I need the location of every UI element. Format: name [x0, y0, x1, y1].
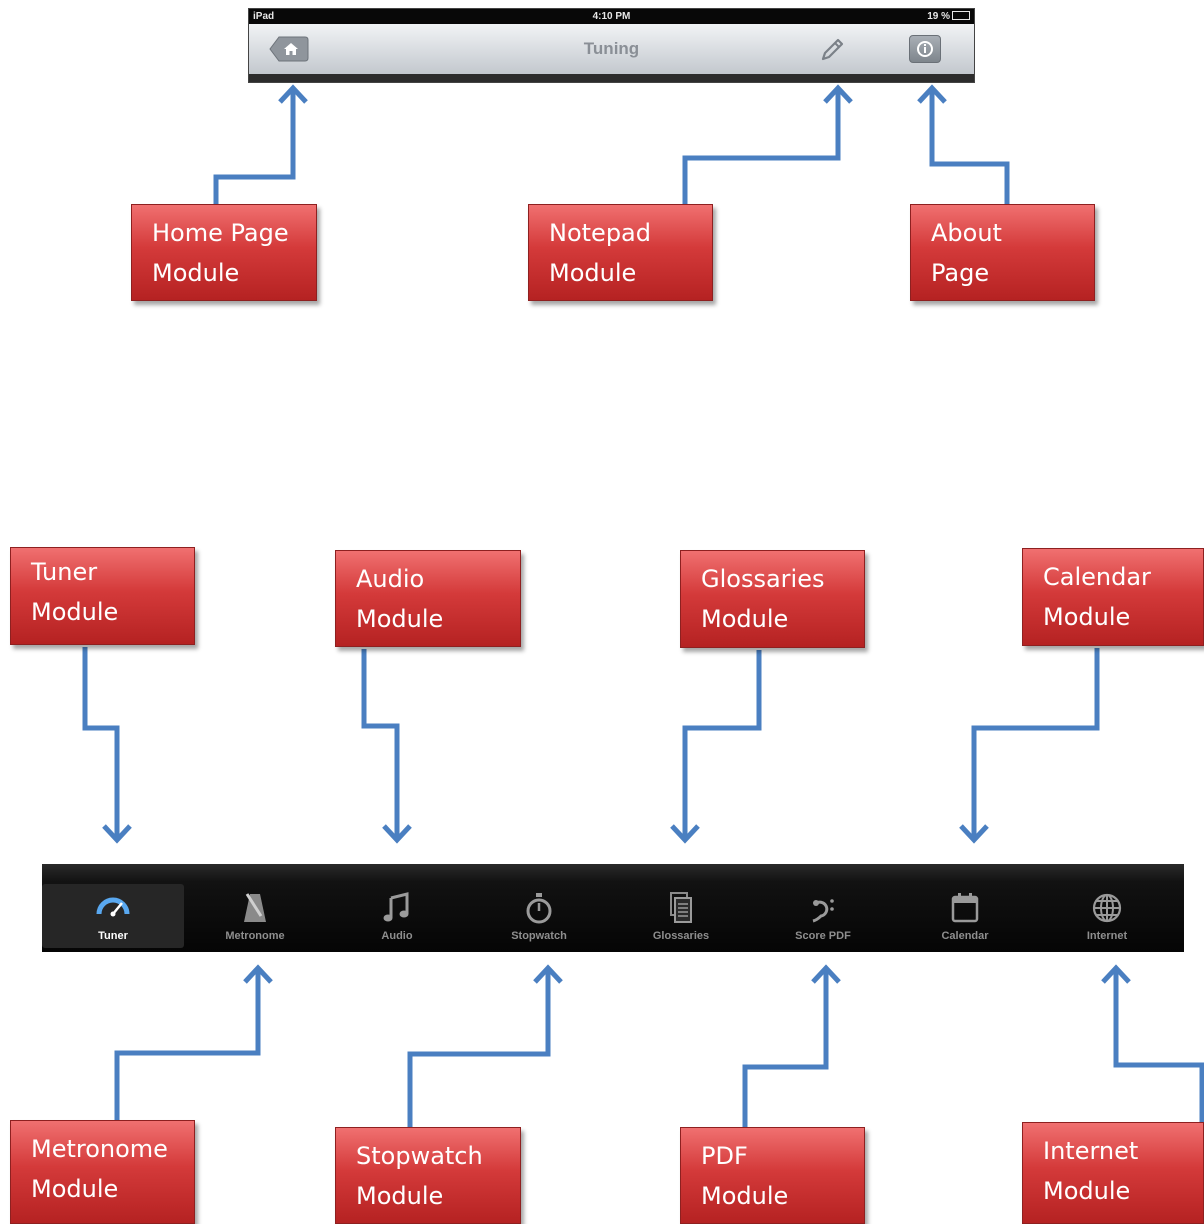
tab-label: Score PDF — [795, 930, 851, 942]
arrow-internet — [1113, 968, 1204, 1122]
arrow-home-head — [278, 84, 308, 104]
globe-icon — [1092, 893, 1122, 923]
box-line: About — [931, 219, 1002, 247]
bass-clef-icon — [812, 899, 834, 923]
calendar-icon — [951, 893, 979, 923]
box-line: Module — [356, 1182, 444, 1210]
box-notepad-module: Notepad Module — [528, 204, 713, 301]
arrow-internet-head — [1101, 964, 1131, 984]
box-line: Module — [1043, 1177, 1131, 1205]
info-icon — [917, 41, 933, 57]
box-line: Module — [701, 1182, 789, 1210]
stopwatch-icon — [526, 893, 552, 924]
arrow-stopwatch-head — [533, 964, 563, 984]
arrow-glossaries-head — [670, 824, 700, 844]
status-battery: 19 % — [927, 9, 970, 24]
box-about-page: About Page — [910, 204, 1095, 301]
arrow-glossaries — [682, 650, 762, 840]
battery-icon — [952, 10, 970, 20]
box-tuner-module: Tuner Module — [10, 547, 195, 645]
notepad-button[interactable] — [817, 35, 847, 65]
tab-internet[interactable]: Internet — [1036, 884, 1178, 948]
tab-stopwatch[interactable]: Stopwatch — [468, 884, 610, 948]
tab-tuner[interactable]: Tuner — [42, 884, 184, 948]
tab-score-pdf[interactable]: Score PDF — [752, 884, 894, 948]
tab-label: Audio — [381, 930, 413, 942]
box-line: Internet — [1043, 1137, 1139, 1165]
box-audio-module: Audio Module — [335, 550, 521, 647]
box-line: Module — [1043, 603, 1131, 631]
tab-label: Calendar — [941, 930, 989, 942]
box-line: Metronome — [31, 1135, 168, 1163]
box-stopwatch-module: Stopwatch Module — [335, 1127, 521, 1224]
metronome-icon — [244, 893, 266, 922]
box-line: Module — [31, 1175, 119, 1203]
box-line: Module — [152, 259, 240, 287]
box-line: Module — [549, 259, 637, 287]
arrow-stopwatch — [407, 968, 551, 1127]
box-line: Home Page — [152, 219, 289, 247]
box-line: Tuner — [31, 558, 98, 586]
box-line: Module — [701, 605, 789, 633]
status-time: 4:10 PM — [592, 11, 631, 22]
arrow-notepad — [682, 88, 841, 204]
arrow-tuner — [82, 647, 120, 840]
tuner-gauge-icon — [96, 897, 130, 917]
arrow-home — [213, 88, 296, 204]
box-pdf-module: PDF Module — [680, 1127, 865, 1224]
tab-metronome[interactable]: Metronome — [184, 884, 326, 948]
pencil-icon — [821, 38, 844, 61]
box-home-page-module: Home Page Module — [131, 204, 317, 301]
box-line: PDF — [701, 1142, 748, 1170]
tab-label: Internet — [1086, 930, 1128, 942]
tab-label: Stopwatch — [511, 930, 567, 942]
arrow-pdf-head — [811, 964, 841, 984]
tab-bar: Tuner Metronome Audio Stopwat — [42, 864, 1184, 952]
toolbar-strip — [249, 74, 974, 82]
status-bar: iPad 4:10 PM 19 % — [249, 9, 974, 24]
box-line: Stopwatch — [356, 1142, 483, 1170]
ipad-top-bar: iPad 4:10 PM 19 % Tuning — [248, 8, 975, 83]
tab-calendar[interactable]: Calendar — [894, 884, 1036, 948]
box-internet-module: Internet Module — [1022, 1122, 1204, 1224]
navigation-bar: Tuning — [249, 24, 974, 74]
box-line: Audio — [356, 565, 425, 593]
home-icon — [269, 36, 309, 62]
arrow-notepad-head — [823, 84, 853, 104]
box-line: Notepad — [549, 219, 651, 247]
arrow-tuner-head — [102, 824, 132, 844]
documents-icon — [670, 892, 692, 923]
tab-label: Tuner — [98, 930, 128, 942]
arrow-metronome-head — [243, 964, 273, 984]
box-calendar-module: Calendar Module — [1022, 548, 1204, 646]
tab-label: Glossaries — [652, 930, 710, 942]
arrow-calendar-head — [959, 824, 989, 844]
nav-title: Tuning — [583, 39, 640, 58]
about-button[interactable] — [909, 35, 941, 63]
tab-glossaries[interactable]: Glossaries — [610, 884, 752, 948]
status-carrier: iPad — [253, 11, 275, 22]
box-metronome-module: Metronome Module — [10, 1120, 195, 1224]
arrow-audio-head — [382, 824, 412, 844]
battery-percent: 19 % — [927, 11, 950, 22]
box-line: Calendar — [1043, 563, 1151, 591]
arrow-calendar — [971, 648, 1100, 840]
music-note-icon — [383, 892, 409, 922]
box-line: Module — [31, 598, 119, 626]
tab-audio[interactable]: Audio — [326, 884, 468, 948]
box-line: Glossaries — [701, 565, 825, 593]
tab-label: Metronome — [225, 930, 285, 942]
arrow-pdf — [742, 968, 829, 1127]
arrow-about-head — [917, 84, 947, 104]
arrow-about — [929, 88, 1010, 204]
arrow-audio — [361, 649, 400, 840]
box-line: Module — [356, 605, 444, 633]
arrow-metronome — [114, 968, 261, 1120]
box-line: Page — [931, 259, 990, 287]
box-glossaries-module: Glossaries Module — [680, 550, 865, 648]
home-button[interactable] — [269, 35, 309, 63]
